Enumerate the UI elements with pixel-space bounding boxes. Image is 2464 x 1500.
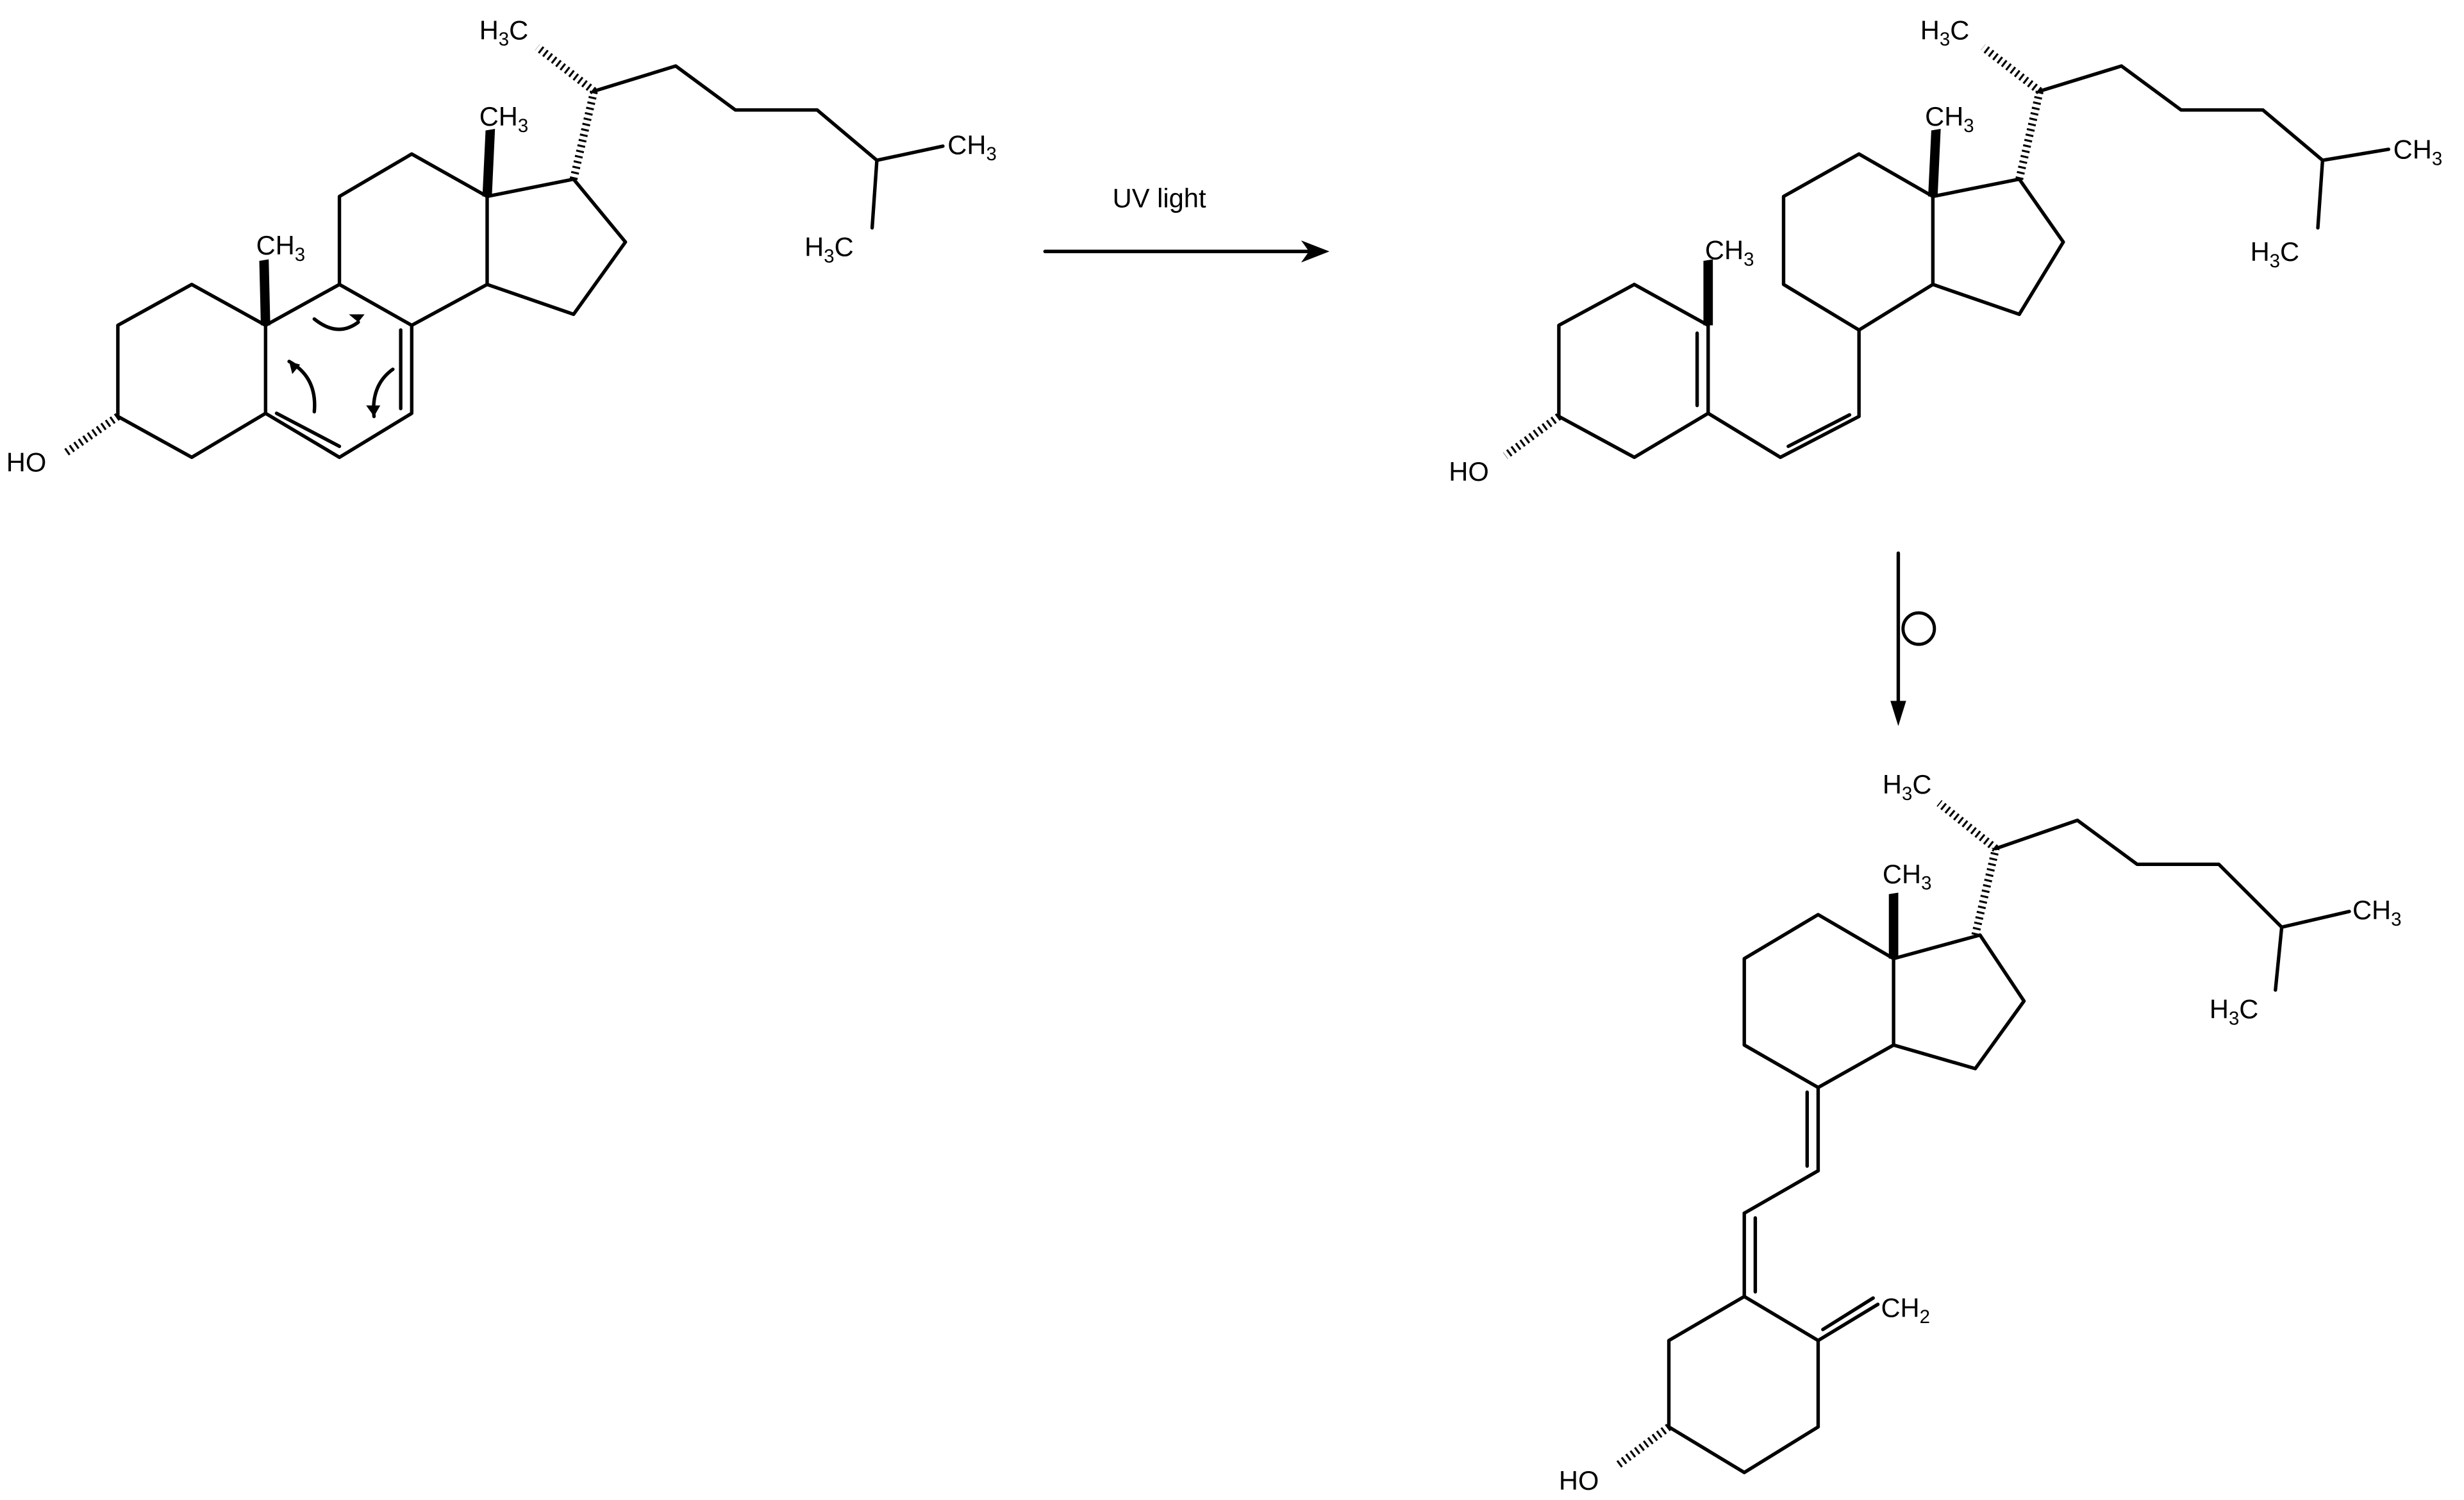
condition-symbol-circle — [1901, 611, 1936, 646]
label-ch3: CH3 — [1705, 235, 1754, 271]
svg-text:CH3: CH3 — [2393, 135, 2443, 170]
svg-text:H3C: H3C — [1920, 15, 1970, 50]
label-h3c: H3C — [479, 15, 529, 50]
svg-text:CH3: CH3 — [1705, 235, 1754, 271]
molecule-previtamin-d3: CH3 CH3 H3C CH3 H3C HO — [1449, 15, 2442, 487]
label-ch3: CH3 — [256, 230, 306, 265]
svg-text:CH3: CH3 — [1883, 859, 1932, 894]
label-ch2: CH2 — [1881, 1292, 1930, 1328]
label-h3c: H3C — [2251, 237, 2300, 272]
label-h3c: H3C — [2210, 994, 2259, 1029]
reaction-arrow-thermal — [1890, 551, 1936, 726]
label-ch3: CH3 — [1883, 859, 1932, 894]
svg-text:CH3: CH3 — [479, 101, 529, 137]
label-ch3: CH3 — [479, 101, 529, 137]
svg-text:CH2: CH2 — [1881, 1292, 1930, 1328]
label-ho: HO — [1449, 456, 1488, 487]
label-ch3: CH3 — [1925, 101, 1974, 137]
svg-text:CH3: CH3 — [1925, 101, 1974, 137]
condition-uv-light: UV light — [1113, 183, 1206, 213]
svg-text:CH3: CH3 — [947, 129, 997, 165]
svg-text:H3C: H3C — [2210, 994, 2259, 1029]
svg-text:H3C: H3C — [2251, 237, 2300, 272]
molecule-vitamin-d3: CH3 H3C CH3 H3C CH2 HO — [1559, 769, 2402, 1496]
label-ch3: CH3 — [2393, 135, 2443, 170]
label-h3c: H3C — [1920, 15, 1970, 50]
label-ch3: CH3 — [2352, 895, 2402, 930]
label-h3c: H3C — [804, 232, 854, 267]
label-ch3: CH3 — [947, 129, 997, 165]
svg-text:H3C: H3C — [804, 232, 854, 267]
svg-text:H3C: H3C — [479, 15, 529, 50]
molecule-7-dehydrocholesterol: CH3 CH3 H3C CH3 H3C HO — [6, 15, 997, 477]
svg-text:CH3: CH3 — [256, 230, 306, 265]
svg-text:H3C: H3C — [1883, 769, 1932, 804]
reaction-arrow-uv: UV light — [1043, 183, 1329, 263]
svg-text:CH3: CH3 — [2352, 895, 2402, 930]
label-ho: HO — [6, 447, 46, 477]
label-ho: HO — [1559, 1465, 1599, 1496]
label-h3c: H3C — [1883, 769, 1932, 804]
